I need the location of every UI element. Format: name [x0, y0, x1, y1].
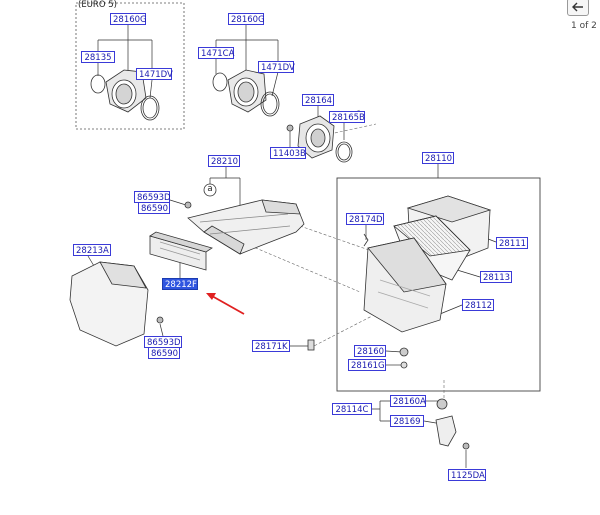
callout-28165B[interactable]: 28165B	[329, 111, 365, 123]
callout-1125DA[interactable]: 1125DA	[448, 469, 486, 481]
callout-28169[interactable]: 28169	[390, 415, 424, 427]
air-cleaner-assembly-box	[336, 177, 541, 392]
callout-11403B[interactable]: 11403B	[270, 147, 306, 159]
callout-28160A[interactable]: 28160A	[390, 395, 426, 407]
filter-guide	[149, 231, 213, 271]
clip-part	[307, 339, 315, 351]
air-flow-sensor-parts	[212, 69, 280, 117]
callout-28213A[interactable]: 28213A	[73, 244, 111, 256]
callout-1471DV-euro5[interactable]: 1471DV	[136, 68, 173, 80]
callout-28174D[interactable]: 28174D	[346, 213, 384, 225]
euro5-variant-box	[75, 2, 185, 130]
callout-28210[interactable]: 28210	[208, 155, 240, 167]
callout-28110[interactable]: 28110	[422, 152, 454, 164]
callout-28135[interactable]: 28135	[81, 51, 115, 63]
callout-28164[interactable]: 28164	[302, 94, 334, 106]
bracket-parts	[435, 398, 470, 450]
callout-1471DV[interactable]: 1471DV	[258, 61, 295, 73]
callout-28171K[interactable]: 28171K	[252, 340, 290, 352]
red-arrow	[206, 293, 245, 315]
callout-28160[interactable]: 28160	[354, 345, 386, 357]
callout-28112[interactable]: 28112	[462, 299, 494, 311]
callout-28114C[interactable]: 28114C	[332, 403, 372, 415]
page-indicator: 1 of 2	[571, 21, 597, 31]
callout-28113[interactable]: 28113	[480, 271, 512, 283]
intake-duct	[184, 183, 305, 255]
callout-28212F-highlighted[interactable]: 28212F	[162, 278, 198, 290]
callout-28160G[interactable]: 28160G	[228, 13, 265, 25]
euro5-sensor-parts	[90, 69, 160, 121]
callout-86590-lower[interactable]: 86590	[148, 347, 180, 359]
callout-28160G-euro5[interactable]: 28160G	[110, 13, 147, 25]
callout-28161G[interactable]: 28161G	[348, 359, 386, 371]
variant-note: (EURO 5)	[78, 0, 117, 10]
air-cleaner-body	[363, 195, 492, 369]
back-button[interactable]	[567, 0, 589, 16]
callout-1471CA[interactable]: 1471CA	[198, 47, 234, 59]
cover-part	[69, 261, 164, 347]
callout-circle-a: a	[207, 184, 213, 194]
callout-86590-upper[interactable]: 86590	[138, 202, 170, 214]
arrow-left-icon	[572, 2, 583, 12]
callout-28111[interactable]: 28111	[496, 237, 528, 249]
resonator-duct	[286, 115, 353, 163]
